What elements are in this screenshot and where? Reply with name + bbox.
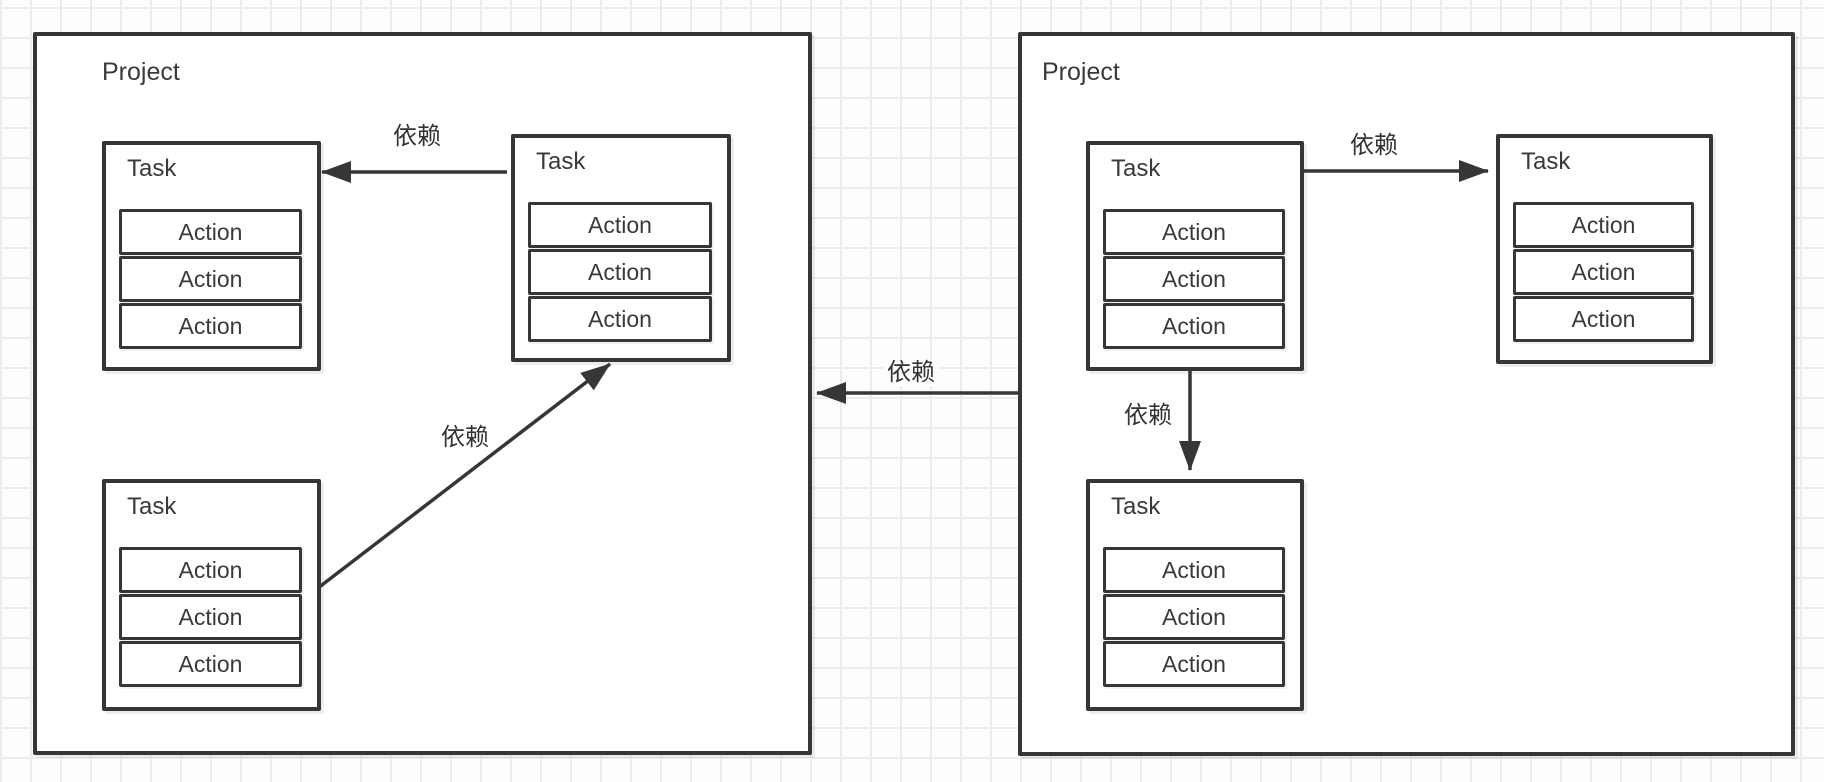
action-item: Action [1103,209,1285,255]
action-item: Action [119,641,302,687]
action-list: Action Action Action [1103,547,1285,688]
dependency-label-between-projects: 依赖 [884,360,938,386]
action-list: Action Action Action [119,209,302,350]
task-title: Task [1111,155,1161,182]
action-item: Action [119,547,302,593]
task-box-left-top-right: Task Action Action Action [511,134,731,362]
action-item: Action [528,202,712,248]
action-item: Action [1513,249,1694,295]
action-item: Action [119,594,302,640]
action-item: Action [1103,547,1285,593]
task-title: Task [127,155,177,182]
action-item: Action [1103,641,1285,687]
task-box-right-bottom: Task Action Action Action [1086,479,1304,711]
action-item: Action [528,249,712,295]
action-item: Action [1103,594,1285,640]
project-box-left: Project Task Action Action Action Task A… [33,32,812,755]
action-item: Action [1103,256,1285,302]
task-title: Task [1111,493,1161,520]
task-box-right-top-right: Task Action Action Action [1496,134,1713,364]
action-item: Action [119,256,302,302]
task-title: Task [536,148,586,175]
project-label: Project [102,58,180,86]
task-box-left-top-left: Task Action Action Action [102,141,321,371]
action-item: Action [119,303,302,349]
task-title: Task [127,493,177,520]
dependency-label-left-diagonal: 依赖 [441,424,489,451]
action-item: Action [119,209,302,255]
dependency-label-right-vertical: 依赖 [1124,402,1172,429]
project-label: Project [1042,58,1120,86]
action-item: Action [1513,296,1694,342]
action-item: Action [1103,303,1285,349]
project-box-right: Project Task Action Action Action Task A… [1018,32,1795,756]
action-item: Action [1513,202,1694,248]
action-list: Action Action Action [1513,202,1694,343]
task-box-right-top-left: Task Action Action Action [1086,141,1304,371]
action-list: Action Action Action [1103,209,1285,350]
task-title: Task [1521,148,1571,175]
dependency-label-left-horizontal: 依赖 [393,123,441,150]
task-box-left-bottom: Task Action Action Action [102,479,321,711]
action-list: Action Action Action [528,202,712,343]
dependency-label-right-horizontal: 依赖 [1350,132,1398,159]
action-list: Action Action Action [119,547,302,688]
action-item: Action [528,296,712,342]
